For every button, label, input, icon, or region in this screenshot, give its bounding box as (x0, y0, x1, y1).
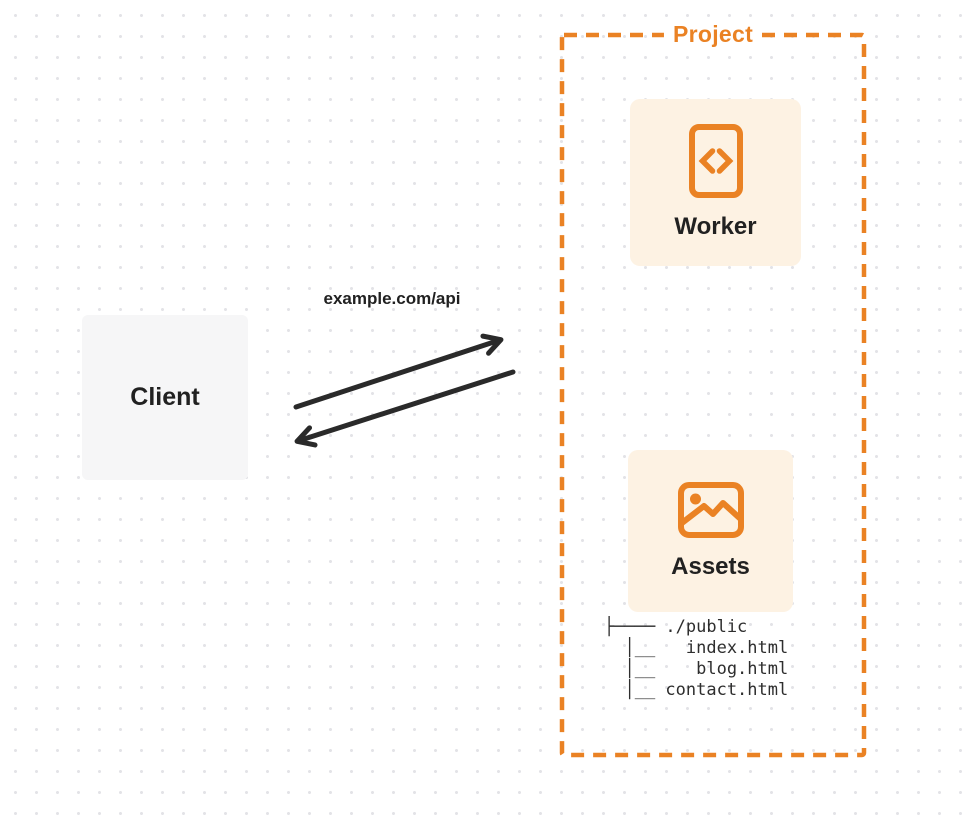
file-tree: ├──── ./public │__ index.html │__ blog.h… (604, 617, 788, 701)
project-border (559, 32, 867, 758)
file-tree-root: ├──── ./public (604, 617, 748, 637)
assets-label: Assets (671, 552, 750, 580)
response-arrow (294, 369, 516, 448)
file-tree-item: │__ contact.html (604, 680, 789, 700)
worker-label: Worker (674, 213, 757, 240)
assets-node: Assets (628, 450, 793, 612)
worker-node: Worker (630, 99, 801, 266)
code-file-icon (688, 124, 743, 198)
client-node: Client (82, 315, 248, 480)
image-icon (677, 481, 744, 538)
request-arrow (293, 333, 504, 410)
client-label: Client (130, 383, 200, 411)
request-url-label: example.com/api (323, 289, 461, 308)
file-tree-item: │__ blog.html (604, 659, 789, 679)
file-tree-item: │__ index.html (604, 638, 789, 658)
project-label: Project (663, 20, 763, 48)
